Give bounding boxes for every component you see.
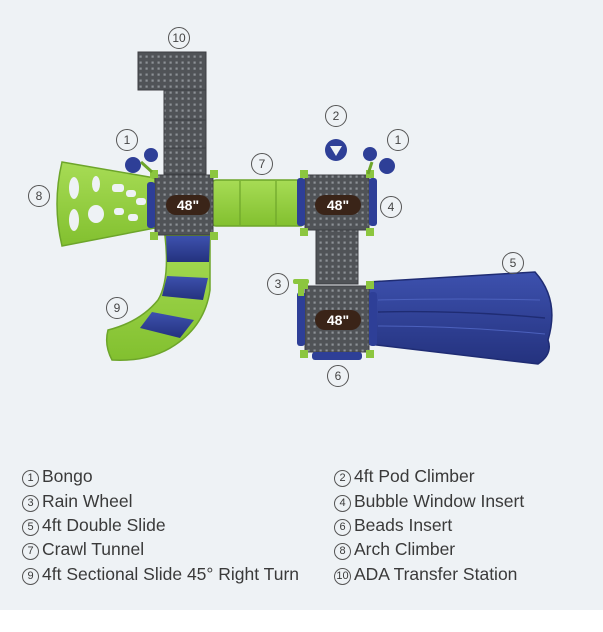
arch-climber — [56, 161, 156, 247]
callout-bongo-right: 1 — [387, 129, 409, 151]
bubble-window-left — [297, 178, 305, 226]
callout-bongo-left: 1 — [116, 129, 138, 151]
beads-insert — [312, 352, 362, 360]
deck-height-badge: 48" — [166, 195, 210, 215]
ada-transfer-station — [137, 51, 207, 175]
svg-text:48": 48" — [327, 197, 349, 213]
svg-text:48": 48" — [177, 197, 199, 213]
deck-height-badge: 48" — [315, 310, 361, 330]
bongo-right — [363, 147, 395, 175]
callout-double-slide: 5 — [502, 252, 524, 274]
callout-bubble-window: 4 — [380, 196, 402, 218]
pod-climber — [325, 139, 347, 161]
deck-height-badge: 48" — [315, 195, 361, 215]
blue-panel-lower-left — [297, 292, 305, 346]
callout-crawl-tunnel: 7 — [251, 153, 273, 175]
callout-rain-wheel: 3 — [267, 273, 289, 295]
rain-wheel — [293, 279, 309, 296]
callout-beads-insert: 6 — [327, 365, 349, 387]
svg-text:48": 48" — [327, 312, 349, 328]
callout-arch-climber: 8 — [28, 185, 50, 207]
double-slide — [367, 271, 553, 365]
callout-sectional-slide: 9 — [106, 297, 128, 319]
callout-ada-transfer: 10 — [168, 27, 190, 49]
bongo-left — [125, 148, 158, 174]
sectional-slide — [105, 235, 211, 361]
connector-deck — [315, 227, 359, 285]
blue-panel-lower-right — [369, 292, 377, 346]
bubble-window-insert — [369, 178, 377, 226]
callout-pod-climber: 2 — [325, 105, 347, 127]
playground-plan: 48" 48" 48" — [56, 51, 553, 365]
blue-panel-left — [147, 182, 155, 228]
crawl-tunnel — [211, 179, 305, 227]
